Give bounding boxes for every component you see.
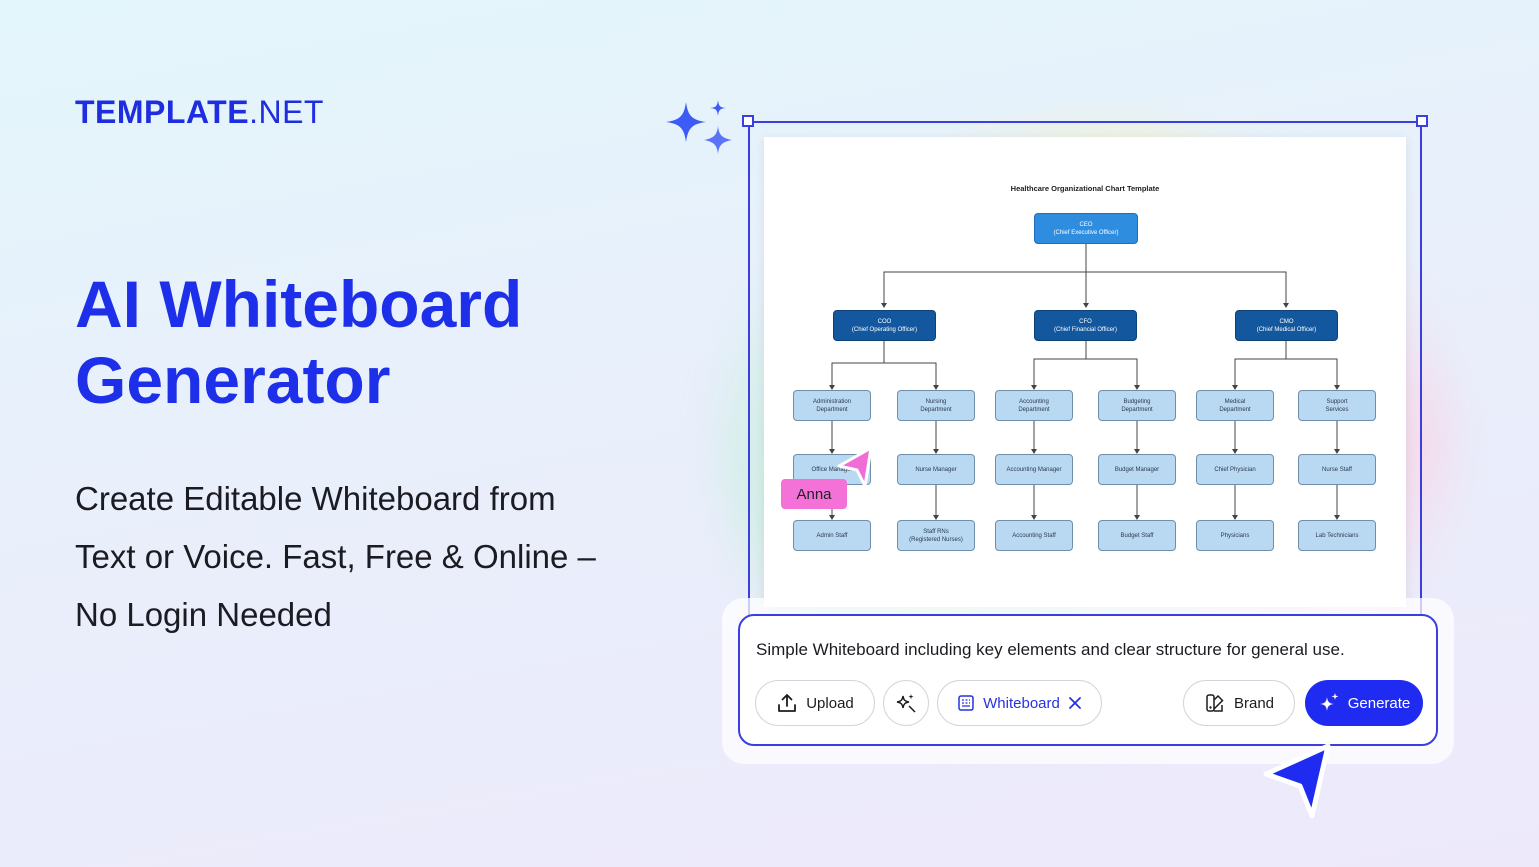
- node-medical-dept[interactable]: Medical Department: [1196, 390, 1274, 421]
- node-budget-staff[interactable]: Budget Staff: [1098, 520, 1176, 551]
- sparkles-icon: [666, 100, 732, 154]
- node-budget-manager[interactable]: Budget Manager: [1098, 454, 1176, 485]
- node-accounting-dept[interactable]: Accounting Department: [995, 390, 1073, 421]
- subtitle-line-3: No Login Needed: [75, 596, 332, 633]
- whiteboard-chip-label: Whiteboard: [983, 694, 1060, 712]
- node-accounting-manager[interactable]: Accounting Manager: [995, 454, 1073, 485]
- node-physicians[interactable]: Physicians: [1196, 520, 1274, 551]
- title-line-2: Generator: [75, 343, 391, 417]
- node-admin-staff[interactable]: Admin Staff: [793, 520, 871, 551]
- whiteboard-icon: [957, 694, 975, 712]
- generate-button[interactable]: Generate: [1305, 680, 1423, 726]
- node-support-services[interactable]: Support Services: [1298, 390, 1376, 421]
- node-cmo[interactable]: CMO (Chief Medical Officer): [1235, 310, 1338, 341]
- generate-sparkle-icon: [1318, 692, 1340, 714]
- prompt-panel: Simple Whiteboard including key elements…: [738, 614, 1438, 746]
- whiteboard-preview[interactable]: Healthcare Organizational Chart Template…: [764, 137, 1406, 607]
- brand-icon: [1204, 692, 1226, 714]
- node-staff-rns[interactable]: Staff RNs (Registered Nurses): [897, 520, 975, 551]
- node-nursing-dept[interactable]: Nursing Department: [897, 390, 975, 421]
- resize-handle-top-right[interactable]: [1416, 115, 1428, 127]
- node-nurse-manager[interactable]: Nurse Manager: [897, 454, 975, 485]
- page-title: AI Whiteboard Generator: [75, 266, 635, 418]
- node-coo[interactable]: COO (Chief Operating Officer): [833, 310, 936, 341]
- node-ceo[interactable]: CEO (Chief Executive Officer): [1034, 213, 1138, 244]
- prompt-input[interactable]: Simple Whiteboard including key elements…: [756, 640, 1345, 659]
- node-admin-dept[interactable]: Administration Department: [793, 390, 871, 421]
- subtitle-line-2: Text or Voice. Fast, Free & Online –: [75, 538, 596, 575]
- generate-label: Generate: [1347, 694, 1411, 712]
- collaborator-tag: Anna: [781, 479, 847, 509]
- page-subtitle: Create Editable Whiteboard from Text or …: [75, 470, 675, 644]
- node-nurse-staff[interactable]: Nurse Staff: [1298, 454, 1376, 485]
- node-accounting-staff[interactable]: Accounting Staff: [995, 520, 1073, 551]
- cursor-icon: [1263, 743, 1331, 819]
- whiteboard-chip[interactable]: Whiteboard: [937, 680, 1102, 726]
- node-cfo[interactable]: CFO (Chief Financial Officer): [1034, 310, 1137, 341]
- node-lab-technicians[interactable]: Lab Technicians: [1298, 520, 1376, 551]
- close-icon[interactable]: [1068, 696, 1082, 710]
- subtitle-line-1: Create Editable Whiteboard from: [75, 480, 556, 517]
- collaborator-cursor-icon: [837, 446, 873, 488]
- brand-label: Brand: [1233, 694, 1275, 712]
- title-line-1: AI Whiteboard: [75, 267, 523, 341]
- upload-button[interactable]: Upload: [755, 680, 875, 726]
- node-chief-physician[interactable]: Chief Physician: [1196, 454, 1274, 485]
- chart-title: Healthcare Organizational Chart Template: [1010, 184, 1160, 193]
- upload-label: Upload: [806, 694, 854, 712]
- magic-icon: [895, 692, 917, 714]
- magic-button[interactable]: [883, 680, 929, 726]
- resize-handle-top-left[interactable]: [742, 115, 754, 127]
- upload-icon: [776, 692, 798, 714]
- template-net-logo[interactable]: TEMPLATE.NET: [75, 94, 324, 130]
- selection-frame[interactable]: [748, 121, 1422, 617]
- brand-button[interactable]: Brand: [1183, 680, 1295, 726]
- node-budgeting-dept[interactable]: Budgeting Department: [1098, 390, 1176, 421]
